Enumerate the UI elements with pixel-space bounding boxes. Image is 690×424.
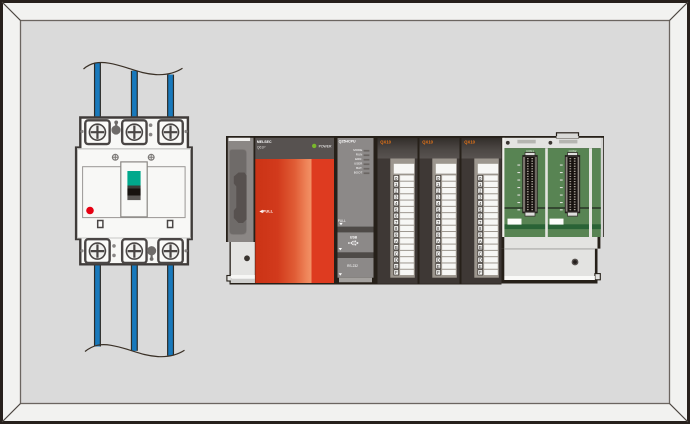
- svg-text:B: B: [395, 245, 398, 250]
- svg-text:7: 7: [437, 220, 440, 225]
- svg-text:4: 4: [437, 201, 440, 206]
- svg-text:E: E: [395, 264, 398, 269]
- svg-text:3: 3: [395, 195, 398, 200]
- svg-text:F: F: [437, 270, 440, 275]
- svg-text:E: E: [479, 264, 482, 269]
- svg-text:F: F: [479, 270, 482, 275]
- svg-text:E: E: [437, 264, 440, 269]
- svg-text:1: 1: [479, 182, 482, 187]
- svg-text:2: 2: [395, 188, 398, 193]
- svg-text:A: A: [437, 239, 440, 244]
- svg-text:9: 9: [479, 232, 482, 237]
- svg-text:1: 1: [437, 182, 440, 187]
- svg-text:2: 2: [479, 188, 482, 193]
- svg-text:5: 5: [437, 207, 440, 212]
- svg-text:6: 6: [479, 214, 482, 219]
- svg-text:RS-232: RS-232: [347, 264, 358, 268]
- svg-text:7: 7: [395, 220, 398, 225]
- svg-text:RUN: RUN: [356, 153, 363, 157]
- svg-text:9: 9: [395, 232, 398, 237]
- svg-text:B: B: [479, 245, 482, 250]
- svg-text:C: C: [437, 251, 440, 256]
- svg-text:BOOT: BOOT: [354, 171, 363, 175]
- svg-text:C: C: [479, 251, 482, 256]
- svg-text:3: 3: [479, 195, 482, 200]
- svg-text:6: 6: [395, 214, 398, 219]
- svg-text:4: 4: [395, 201, 398, 206]
- svg-text:4: 4: [479, 201, 482, 206]
- svg-text:F: F: [395, 270, 398, 275]
- svg-text:CON1: CON1: [526, 149, 534, 153]
- svg-text:8: 8: [479, 226, 482, 231]
- svg-text:QX10: QX10: [380, 139, 391, 144]
- svg-text:QX10: QX10: [422, 139, 433, 144]
- svg-text:MODE: MODE: [353, 148, 362, 152]
- svg-text:8: 8: [437, 226, 440, 231]
- svg-text:2: 2: [437, 188, 440, 193]
- svg-text:C: C: [395, 251, 398, 256]
- svg-text:BAT.: BAT.: [356, 166, 362, 170]
- svg-text:D: D: [395, 258, 398, 263]
- svg-text:D: D: [479, 258, 482, 263]
- svg-text:5: 5: [395, 207, 398, 212]
- svg-text:USER: USER: [354, 162, 363, 166]
- svg-text:0: 0: [395, 176, 398, 181]
- svg-text:0: 0: [479, 176, 482, 181]
- svg-text:7: 7: [479, 220, 482, 225]
- svg-text:PULL: PULL: [338, 219, 346, 223]
- svg-text:MELSEC: MELSEC: [257, 140, 272, 144]
- svg-text:A: A: [479, 239, 482, 244]
- svg-text:0: 0: [437, 176, 440, 181]
- svg-text:USB: USB: [350, 235, 358, 239]
- svg-text:◀PULL: ◀PULL: [259, 208, 274, 213]
- svg-text:ERR.: ERR.: [355, 157, 362, 161]
- svg-text:Q25HCPU: Q25HCPU: [339, 140, 356, 144]
- svg-text:9: 9: [437, 232, 440, 237]
- svg-text:Q61P: Q61P: [257, 146, 266, 150]
- svg-text:POWER: POWER: [319, 144, 332, 148]
- svg-text:B: B: [437, 245, 440, 250]
- svg-text:1: 1: [395, 182, 398, 187]
- svg-text:5: 5: [479, 207, 482, 212]
- svg-text:A: A: [395, 239, 398, 244]
- svg-text:6: 6: [437, 214, 440, 219]
- svg-text:QX10: QX10: [464, 139, 475, 144]
- svg-text:3: 3: [437, 195, 440, 200]
- svg-text:CON2: CON2: [569, 149, 577, 153]
- svg-text:8: 8: [395, 226, 398, 231]
- svg-text:D: D: [437, 258, 440, 263]
